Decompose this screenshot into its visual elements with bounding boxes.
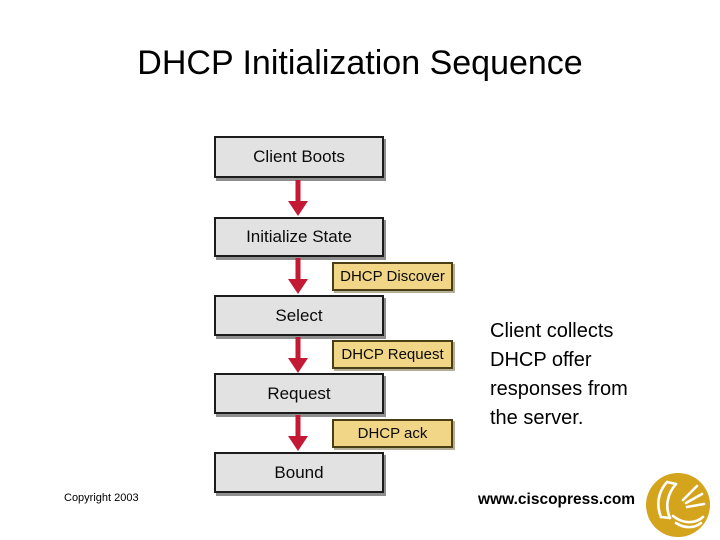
- down-arrow-icon: [288, 180, 308, 216]
- message-box-dhcp-ack: DHCP ack: [332, 419, 453, 448]
- state-label: Bound: [274, 462, 324, 482]
- state-label: Client Boots: [253, 147, 345, 166]
- page-title: DHCP Initialization Sequence: [137, 44, 583, 82]
- down-arrow-icon: [288, 415, 308, 451]
- state-box-request: Request: [214, 373, 384, 414]
- copyright-text: Copyright 2003: [64, 492, 139, 504]
- state-label: Initialize State: [246, 227, 352, 246]
- state-box-select: Select: [214, 295, 384, 336]
- state-box-client-boots: Client Boots: [214, 136, 384, 178]
- message-label: DHCP ack: [357, 425, 428, 442]
- message-box-dhcp-request: DHCP Request: [332, 340, 453, 369]
- state-label: Select: [275, 305, 323, 325]
- message-box-dhcp-discover: DHCP Discover: [332, 262, 453, 291]
- state-box-initialize-state: Initialize State: [214, 217, 384, 257]
- website-text: www.ciscopress.com: [478, 491, 636, 508]
- message-label: DHCP Discover: [340, 268, 445, 285]
- down-arrow-icon: [288, 258, 308, 294]
- ciscopress-logo-icon: [646, 473, 710, 537]
- annotation-text: Client collects DHCP offer responses fro…: [490, 320, 628, 429]
- down-arrow-icon: [288, 337, 308, 373]
- state-label: Request: [267, 383, 331, 403]
- message-label: DHCP Request: [341, 346, 444, 363]
- state-box-bound: Bound: [214, 452, 384, 493]
